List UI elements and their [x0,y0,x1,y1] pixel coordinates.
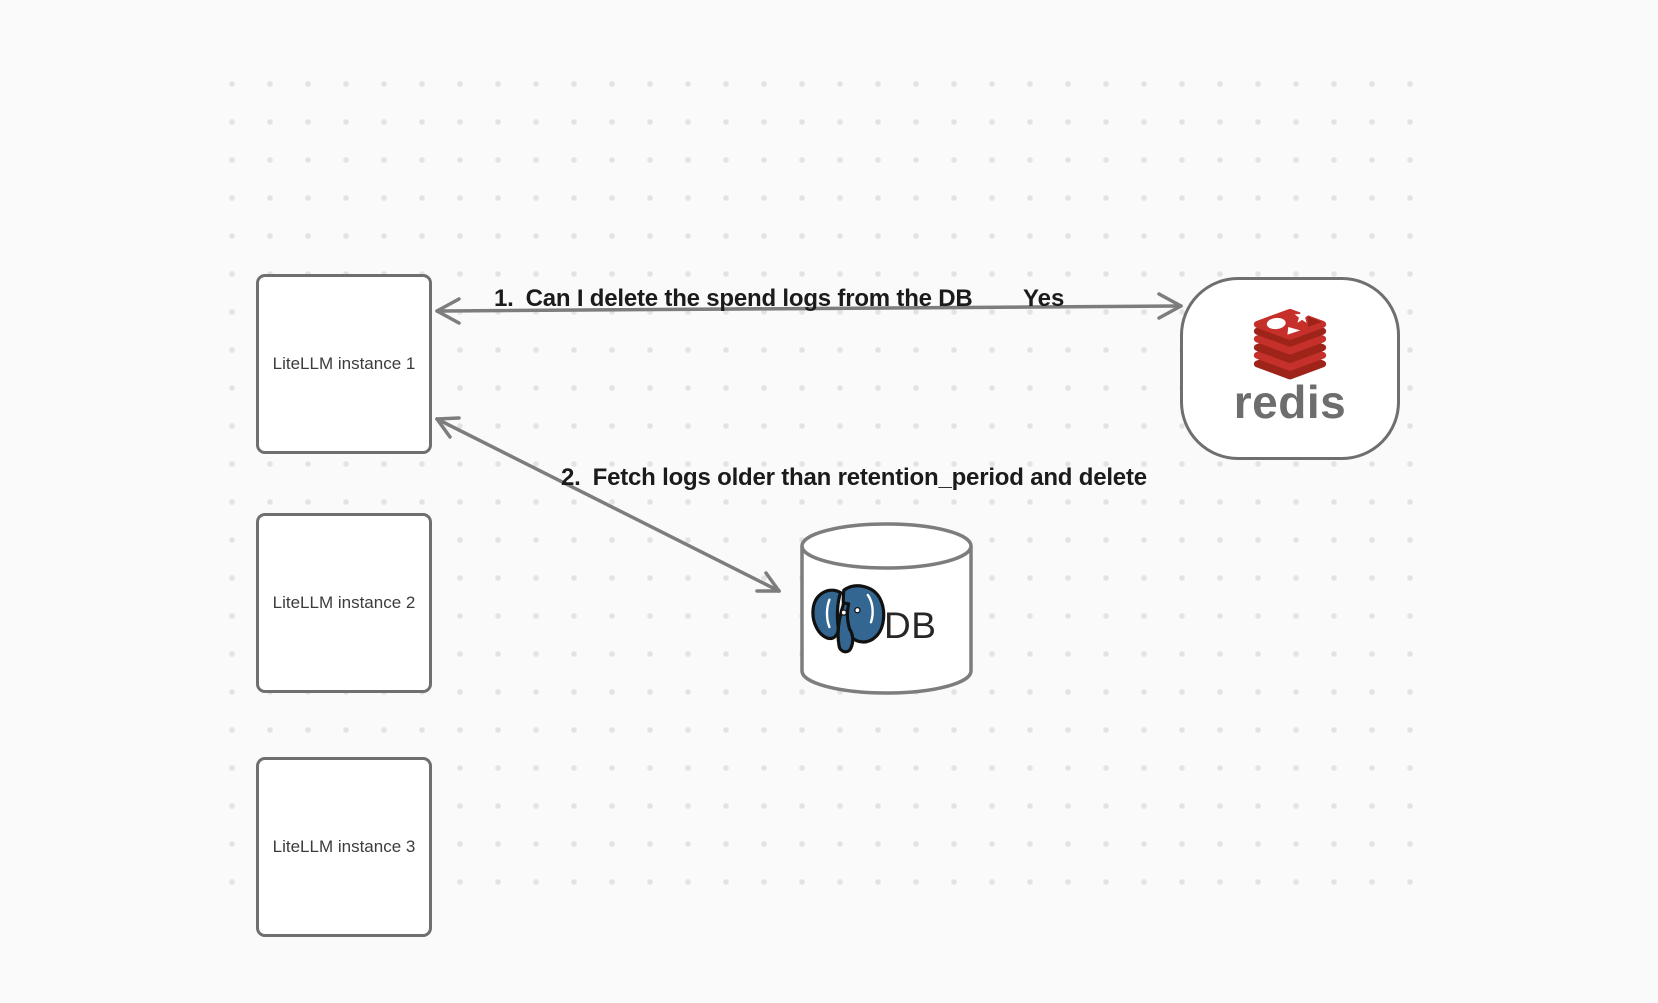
database-label: DB [884,605,937,646]
edge1-response-label[interactable]: Yes [1023,285,1065,312]
edge2-text: Fetch logs older than retention_period a… [592,464,1147,491]
node-label: LiteLLM instance 1 [272,354,416,373]
postgres-elephant-icon [811,584,886,654]
node-litellm-instance-3[interactable]: LiteLLM instance 3 [256,757,432,937]
node-label: LiteLLM instance 2 [272,593,416,612]
node-label: LiteLLM instance 3 [272,837,416,856]
redis-wordmark: redis [1233,376,1347,428]
node-litellm-instance-2[interactable]: LiteLLM instance 2 [256,513,432,693]
edge1-label[interactable]: 1. Can I delete the spend logs from the D… [494,285,973,313]
edge2-label[interactable]: 2. Fetch logs older than retention_period… [561,464,1147,492]
edge2-order: 2. [561,464,581,491]
edge1-order: 1. [494,285,514,312]
node-database[interactable]: DB [798,520,975,697]
redis-logo-icon [1253,308,1327,380]
edge1-text: Can I delete the spend logs from the DB [525,285,973,312]
database-cylinder-icon [800,522,973,695]
node-redis[interactable]: redis [1180,277,1400,460]
node-litellm-instance-1[interactable]: LiteLLM instance 1 [256,274,432,454]
